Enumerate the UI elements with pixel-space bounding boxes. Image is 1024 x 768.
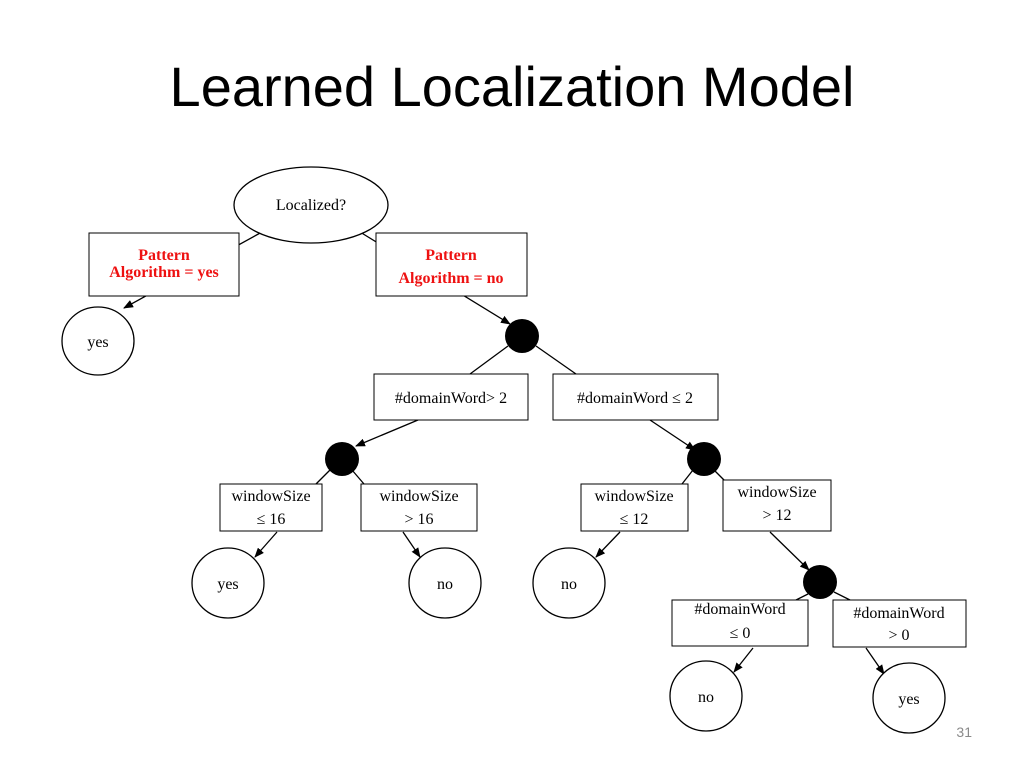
condition-ws-gt16-line2: > 16 bbox=[404, 511, 433, 528]
condition-domain-le2 bbox=[552, 373, 719, 421]
condition-ws-le12-line1: windowSize bbox=[594, 488, 673, 505]
edge-dw-le0-to-no bbox=[733, 647, 754, 673]
condition-pattern-yes bbox=[88, 232, 240, 297]
leaf-pattern-yes bbox=[61, 306, 135, 376]
condition-pattern-no-line1: Pattern bbox=[425, 247, 477, 264]
condition-ws-gt12-line1: windowSize bbox=[737, 484, 816, 501]
split-node-1 bbox=[505, 319, 539, 353]
condition-dw-gt0 bbox=[832, 599, 967, 648]
split-node-2 bbox=[325, 442, 359, 476]
edge-split4-to-dw-le0 bbox=[795, 593, 809, 601]
leaf-dw-le0-no bbox=[669, 660, 743, 732]
split-node-3 bbox=[687, 442, 721, 476]
edge-domain-le2-to-split3 bbox=[649, 419, 696, 451]
edge-split2-to-ws-gt16 bbox=[351, 469, 365, 485]
edge-domain-gt2-to-split2 bbox=[355, 419, 419, 447]
slide-title: Learned Localization Model bbox=[169, 55, 855, 118]
edge-dw-gt0-to-yes bbox=[865, 647, 885, 675]
condition-dw-le0-line1: #domainWord bbox=[694, 601, 785, 618]
condition-domain-gt2 bbox=[373, 373, 529, 421]
leaf-dw-gt0-yes-label: yes bbox=[898, 691, 919, 708]
edge-split1-to-domain-gt2 bbox=[469, 345, 509, 375]
condition-ws-le12 bbox=[580, 483, 689, 532]
condition-ws-gt16-line1: windowSize bbox=[379, 488, 458, 505]
edge-ws-gt12-to-split4 bbox=[769, 531, 810, 571]
root-node-label: Localized? bbox=[276, 197, 346, 214]
condition-ws-le16-line2: ≤ 16 bbox=[257, 511, 286, 528]
leaf-ws-le12-no-label: no bbox=[561, 576, 577, 593]
slide-page-number: 31 bbox=[956, 724, 972, 740]
condition-domain-le2-label: #domainWord ≤ 2 bbox=[577, 390, 693, 407]
leaf-ws-gt16-no bbox=[408, 547, 482, 619]
condition-ws-gt16 bbox=[360, 483, 478, 532]
condition-dw-gt0-line2: > 0 bbox=[888, 627, 909, 644]
condition-dw-le0-line2: ≤ 0 bbox=[730, 625, 751, 642]
edge-ws-le12-to-no bbox=[595, 531, 621, 558]
edge-split2-to-ws-le16 bbox=[315, 469, 331, 485]
condition-pattern-yes-line1: Pattern bbox=[138, 247, 190, 264]
leaf-dw-le0-no-label: no bbox=[698, 689, 714, 706]
edge-ws-le16-to-yes bbox=[254, 531, 278, 558]
split-node-4 bbox=[803, 565, 837, 599]
leaf-ws-le16-yes-label: yes bbox=[217, 576, 238, 593]
condition-ws-gt12 bbox=[722, 479, 832, 532]
edge-split4-to-dw-gt0 bbox=[833, 591, 851, 601]
condition-domain-gt2-label: #domainWord> 2 bbox=[395, 390, 507, 407]
edge-split1-to-domain-le2 bbox=[535, 345, 577, 375]
edge-ws-gt16-to-no bbox=[402, 531, 421, 558]
root-node bbox=[233, 166, 389, 244]
condition-pattern-yes-line2: Algorithm = yes bbox=[109, 264, 219, 281]
condition-ws-le16-line1: windowSize bbox=[231, 488, 310, 505]
condition-ws-le12-line2: ≤ 12 bbox=[620, 511, 649, 528]
leaf-pattern-yes-label: yes bbox=[87, 334, 108, 351]
condition-ws-le16 bbox=[219, 483, 323, 532]
condition-dw-gt0-line1: #domainWord bbox=[853, 605, 944, 622]
leaf-ws-gt16-no-label: no bbox=[437, 576, 453, 593]
edge-split3-to-ws-le12 bbox=[681, 469, 694, 485]
condition-ws-gt12-line2: > 12 bbox=[762, 507, 791, 524]
condition-pattern-no bbox=[375, 232, 528, 297]
condition-pattern-no-line2: Algorithm = no bbox=[398, 270, 503, 287]
leaf-ws-le12-no bbox=[532, 547, 606, 619]
leaf-ws-le16-yes bbox=[191, 547, 265, 619]
condition-dw-le0 bbox=[671, 599, 809, 647]
leaf-dw-gt0-yes bbox=[872, 662, 946, 734]
